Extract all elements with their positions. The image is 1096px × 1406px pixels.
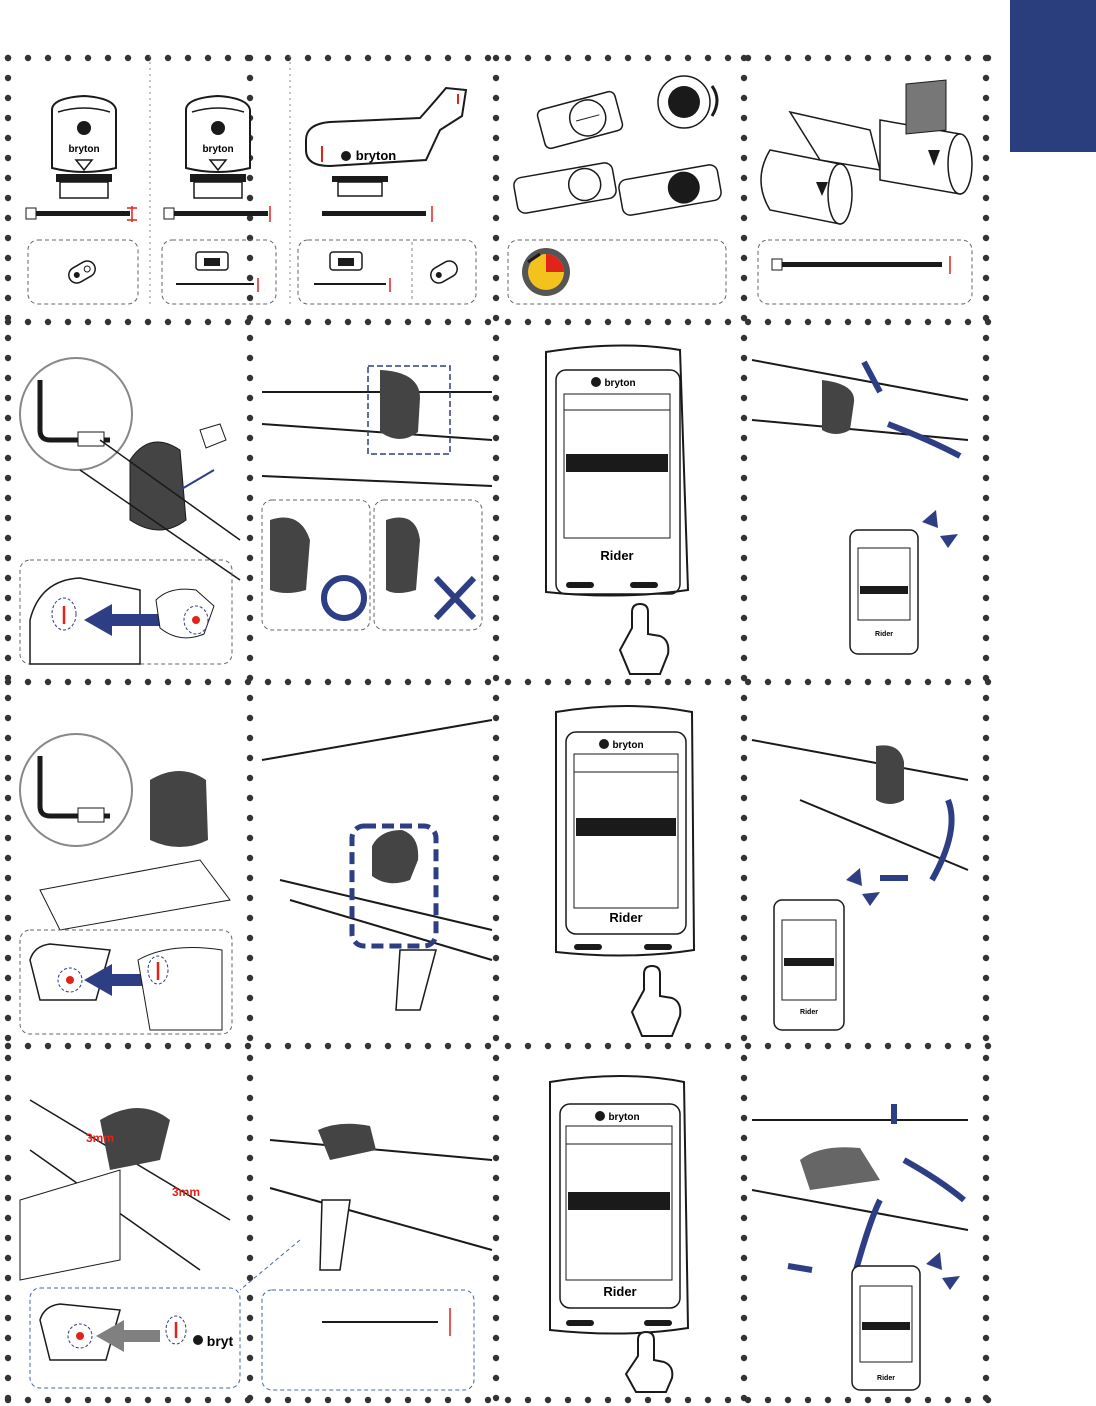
svg-text:bryton: bryton <box>202 144 233 155</box>
device-screen: bryton Rider <box>545 344 690 597</box>
signal-waves-icon <box>922 510 958 548</box>
battery-install-illustration <box>513 75 722 216</box>
alignment-step <box>29 577 215 665</box>
svg-text:bryton: bryton <box>612 740 643 751</box>
combo-sensor-pairing-step: Rider <box>751 1104 969 1391</box>
combo-sensor-mount-step: 3mm 3mm <box>19 1099 231 1281</box>
svg-text:3mm: 3mm <box>86 1131 114 1145</box>
svg-text:Rider: Rider <box>609 910 642 925</box>
magnet-icon <box>176 251 259 292</box>
svg-text:bryton: bryton <box>356 148 397 163</box>
combo-sensor-illustration: bryton <box>305 86 468 197</box>
magnet-icon <box>68 260 96 284</box>
cable-tie-box <box>757 239 973 305</box>
hand-press-icon <box>630 964 682 1037</box>
alignment-step: bryt <box>39 1303 234 1361</box>
cable-tie-icon <box>25 206 137 222</box>
cable-tie-icon <box>322 206 433 222</box>
battery-box <box>507 239 727 305</box>
alignment-step <box>29 943 223 1031</box>
magnet-icon <box>314 251 458 292</box>
cadence-sensor-mount-step <box>19 733 231 931</box>
magnet-box <box>27 239 139 305</box>
svg-text:bryt: bryt <box>207 1333 234 1349</box>
magnet-box <box>297 239 477 305</box>
magnet-box <box>161 239 277 305</box>
signal-waves-icon <box>926 1252 960 1290</box>
speed-sensor-pairing-step: Rider <box>751 359 969 655</box>
svg-text:Rider: Rider <box>603 1284 636 1299</box>
speed-sensor-mount-step <box>19 357 241 581</box>
cable-tie-icon <box>771 256 951 274</box>
svg-text:Rider: Rider <box>877 1375 895 1382</box>
svg-text:bryton: bryton <box>68 144 99 155</box>
hand-press-icon <box>618 602 670 675</box>
battery-coin-icon <box>522 248 570 296</box>
svg-text:3mm: 3mm <box>172 1185 200 1199</box>
svg-text:bryton: bryton <box>604 378 635 389</box>
svg-text:bryton: bryton <box>608 1112 639 1123</box>
circle-ok-icon <box>321 575 367 621</box>
svg-text:Rider: Rider <box>600 548 633 563</box>
device-screen: bryton Rider <box>549 1075 690 1335</box>
crank-mount-step <box>261 719 493 1011</box>
cable-tie-icon <box>163 206 271 222</box>
mount-illustration <box>760 79 973 225</box>
svg-text:Rider: Rider <box>800 1009 818 1016</box>
combo-wheel-mount-step <box>239 1123 493 1391</box>
speed-sensor-illustration: bryton <box>51 94 117 199</box>
section-tab <box>1010 0 1096 152</box>
panel-dot-grid <box>4 54 992 1404</box>
device-screen: bryton Rider <box>555 705 696 957</box>
cadence-sensor-illustration: bryton <box>185 94 251 199</box>
svg-text:Rider: Rider <box>875 631 893 638</box>
cross-no-icon <box>433 575 477 621</box>
signal-waves-icon <box>846 868 880 906</box>
wheel-mount-step <box>261 365 493 631</box>
cadence-sensor-pairing-step: Rider <box>751 739 969 1031</box>
hand-press-icon <box>624 1330 674 1393</box>
